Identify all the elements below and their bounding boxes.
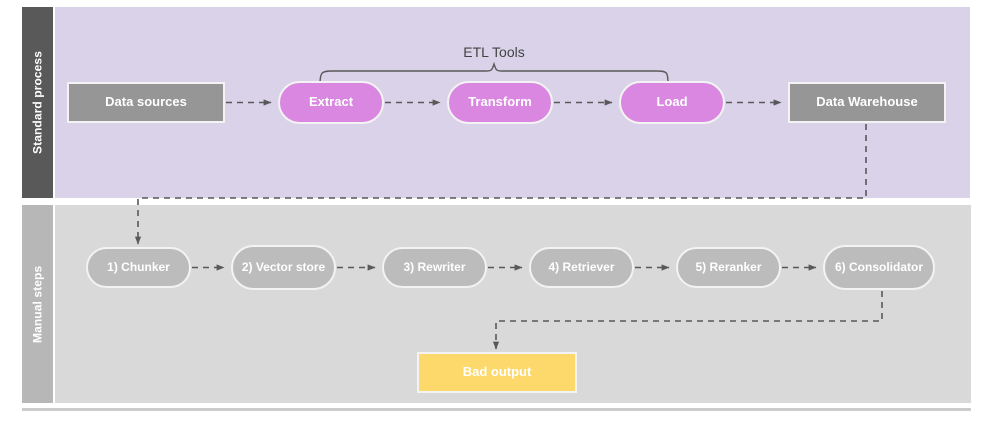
node-rewriter[interactable]: 3) Rewriter: [382, 247, 487, 288]
bottom-divider: [22, 408, 971, 411]
node-bad-output-label: Bad output: [462, 364, 532, 380]
node-vector-store[interactable]: 2) Vector store: [231, 245, 336, 290]
lane-header-manual-steps: Manual steps: [22, 205, 53, 403]
node-transform[interactable]: Transform: [447, 81, 553, 124]
node-reranker-label: 5) Reranker: [695, 259, 762, 274]
node-transform-label: Transform: [468, 94, 532, 110]
node-chunker[interactable]: 1) Chunker: [86, 247, 191, 288]
node-extract-label: Extract: [308, 94, 354, 110]
node-bad-output[interactable]: Bad output: [417, 352, 577, 393]
node-retriever-label: 4) Retriever: [548, 259, 615, 274]
lane-header-standard-process: Standard process: [22, 7, 53, 198]
node-consolidator-label: 6) Consolidator: [834, 259, 923, 274]
etl-tools-label: ETL Tools: [463, 44, 525, 60]
node-retriever[interactable]: 4) Retriever: [529, 247, 634, 288]
node-data-sources-label: Data sources: [105, 94, 187, 110]
node-extract[interactable]: Extract: [278, 81, 384, 124]
node-chunker-label: 1) Chunker: [107, 259, 170, 274]
node-data-warehouse-label: Data Warehouse: [816, 94, 918, 110]
node-data-sources[interactable]: Data sources: [67, 82, 225, 123]
node-load-label: Load: [656, 94, 688, 110]
node-rewriter-label: 3) Rewriter: [403, 259, 466, 274]
node-vector-store-label: 2) Vector store: [241, 259, 326, 274]
node-data-warehouse[interactable]: Data Warehouse: [788, 82, 946, 123]
node-load[interactable]: Load: [619, 81, 725, 124]
node-consolidator[interactable]: 6) Consolidator: [823, 245, 935, 290]
node-reranker[interactable]: 5) Reranker: [676, 247, 781, 288]
